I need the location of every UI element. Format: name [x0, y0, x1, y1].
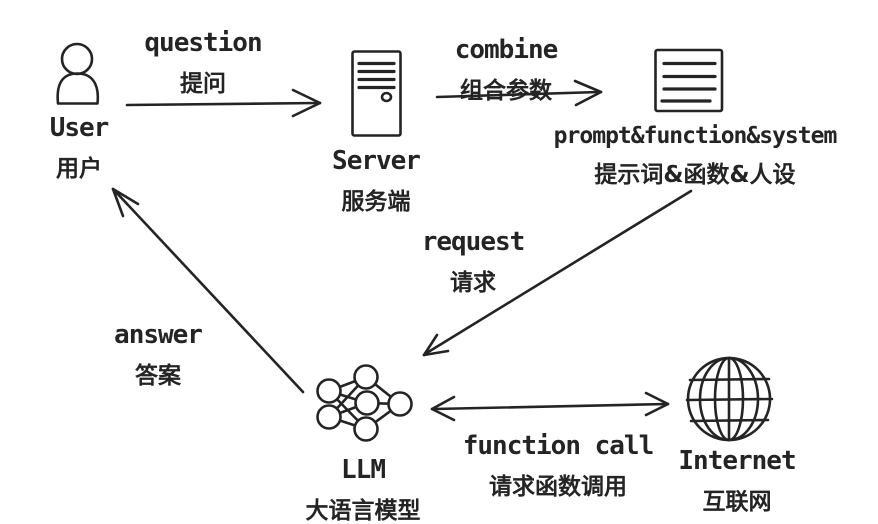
llm-label: LLM 大语言模型 [306, 455, 421, 524]
question-edge-label: question 提问 [144, 28, 262, 98]
function-call-label-en: function call [462, 431, 654, 461]
prompt-label-en: prompt&function&system [553, 123, 838, 149]
question-label-zh: 提问 [179, 71, 226, 97]
function-call-label-zh: 请求函数调用 [489, 474, 627, 500]
combine-edge-label: combine 组合参数 [454, 35, 559, 105]
server-label-en: Server [332, 146, 421, 176]
function-call-edge-label: function call 请求函数调用 [463, 431, 654, 501]
llm-label-en: LLM [341, 455, 386, 485]
internet-label-en: Internet [678, 446, 796, 476]
answer-edge-label: answer 答案 [114, 320, 203, 390]
llm-label-zh: 大语言模型 [305, 498, 421, 524]
prompt-label-zh: 提示词&函数&人设 [594, 162, 796, 188]
internet-label: Internet 互联网 [678, 446, 796, 516]
internet-label-zh: 互联网 [702, 489, 772, 515]
prompt-label: prompt&function&system 提示词&函数&人设 [553, 123, 838, 189]
answer-label-en: answer [114, 320, 203, 350]
combine-label-zh: 组合参数 [459, 78, 552, 104]
neural-network-icon [316, 364, 413, 442]
function-call-arrow [430, 391, 670, 422]
request-arrow [422, 189, 693, 357]
document-icon [654, 48, 724, 113]
answer-arrow [111, 187, 305, 394]
server-label-zh: 服务端 [341, 189, 411, 215]
server-label: Server 服务端 [332, 146, 421, 216]
user-label-en: User [49, 113, 110, 143]
globe-icon [685, 356, 774, 442]
combine-label-en: combine [454, 35, 559, 65]
question-arrow [125, 88, 322, 118]
request-label-zh: 请求 [449, 270, 496, 296]
server-tower-icon [351, 50, 402, 137]
person-icon [56, 42, 100, 105]
user-label-zh: 用户 [56, 156, 102, 182]
combine-arrow [435, 79, 603, 107]
question-label-en: question [144, 28, 262, 58]
user-label: User 用户 [49, 113, 110, 183]
request-label-en: request [421, 227, 526, 257]
answer-label-zh: 答案 [134, 363, 181, 389]
request-edge-label: request 请求 [421, 227, 526, 297]
